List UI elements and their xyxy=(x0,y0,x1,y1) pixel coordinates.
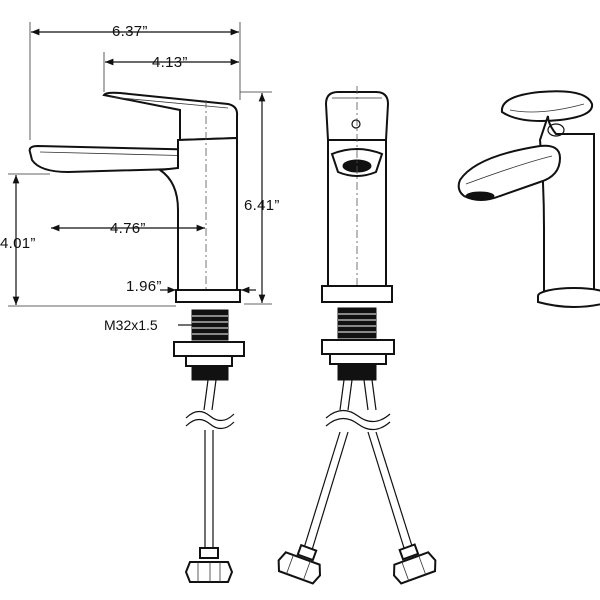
dimension-lines xyxy=(8,22,272,326)
overall-width-label: 6.37” xyxy=(112,23,148,40)
height-label: 6.41” xyxy=(244,197,280,214)
spout-reach-label: 4.76” xyxy=(110,220,146,237)
base-diameter-label: 1.96” xyxy=(126,278,162,295)
thread-spec-label: M32x1.5 xyxy=(104,317,158,333)
dimension-labels: 6.37” 4.13” 6.41” 4.01” 4.76” 1.96” M32x… xyxy=(0,23,280,333)
top-width-label: 4.13” xyxy=(152,54,188,71)
perspective-view xyxy=(457,90,600,308)
spout-height-label: 4.01” xyxy=(0,235,36,252)
front-view xyxy=(277,86,437,585)
side-view xyxy=(28,91,245,583)
